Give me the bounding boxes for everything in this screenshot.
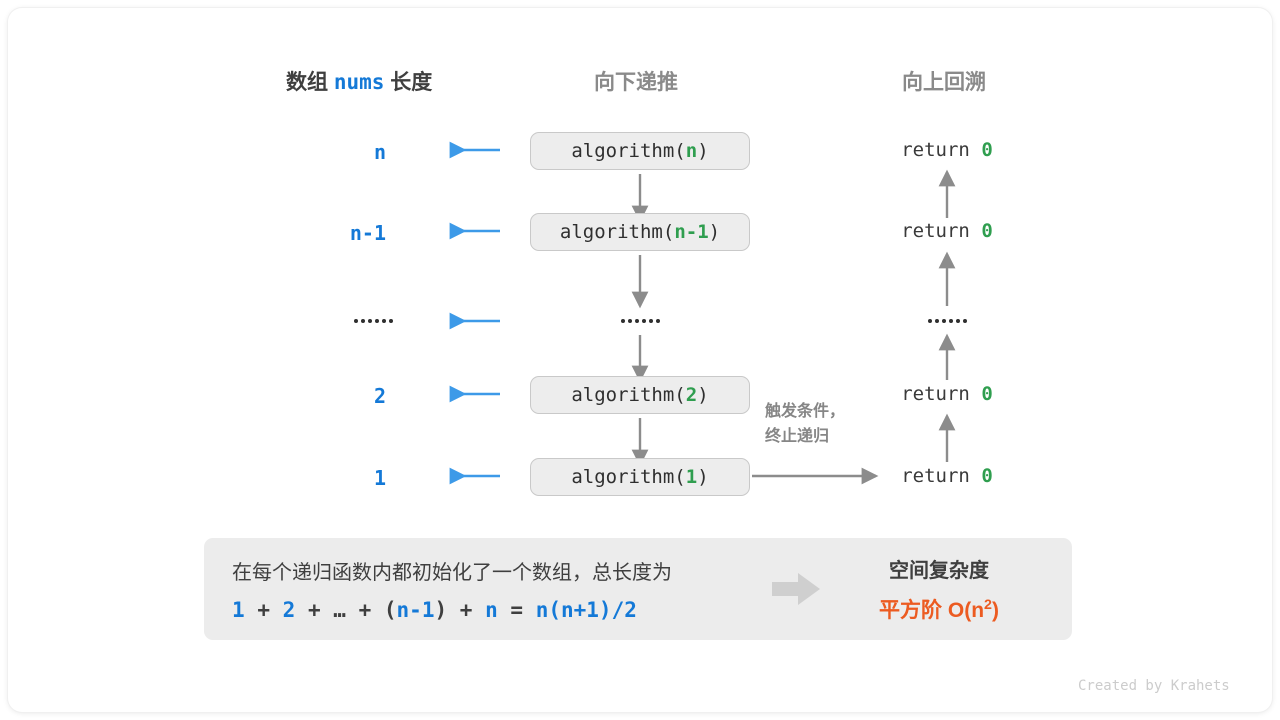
summary-result-notation: O(n2) (947, 597, 999, 622)
notation-tail: ) (991, 599, 999, 622)
summary-result-title: 空间复杂度 (889, 560, 989, 582)
summary-left: 在每个递归函数内都初始化了一个数组，总长度为 1 + 2 + … + (n-1)… (204, 556, 772, 622)
length-label-row-3: 2 (373, 384, 386, 408)
call-paren-open-row-3: ( (674, 384, 686, 406)
header-left-prefix: 数组 (286, 71, 328, 94)
call-paren-close-row-4: ) (697, 466, 709, 488)
return-keyword-row-4: return (901, 465, 970, 487)
formula-op-3: + (358, 598, 372, 622)
call-name-row-0: algorithm (571, 140, 675, 162)
right-arrow-icon (772, 573, 820, 605)
ellipsis-returns-row-2 (928, 319, 967, 323)
call-arg-row-4: 1 (685, 466, 698, 488)
call-box-row-3: algorithm ( 2 ) (530, 376, 750, 414)
header-downward-recursion: 向下递推 (594, 71, 678, 94)
return-value-row-4: 0 (981, 465, 993, 487)
call-name-row-4: algorithm (571, 466, 675, 488)
return-label-row-3: return 0 (862, 383, 1032, 405)
return-value-row-1: 0 (981, 220, 993, 242)
formula-term-5: n (485, 598, 498, 622)
termination-note-line-1: 触发条件， (765, 403, 846, 420)
credit-label: Created by Krahets (1078, 678, 1230, 694)
notation-exponent: 2 (984, 597, 992, 613)
length-label-row-0: n (373, 140, 386, 164)
header-left-suffix: 长度 (390, 71, 433, 94)
call-name-row-3: algorithm (571, 384, 675, 406)
formula-paren-close: ) (434, 598, 448, 622)
summary-result-value: 平方阶 O(n2) (844, 594, 1034, 624)
diagram-card: 数组 nums 长度 向下递推 向上回溯 (8, 8, 1272, 712)
call-arg-row-3: 2 (685, 384, 698, 406)
length-label-row-1: n-1 (349, 221, 386, 245)
return-label-row-0: return 0 (862, 139, 1032, 161)
formula-term-2: 2 (282, 598, 296, 622)
call-box-row-0: algorithm ( n ) (530, 132, 750, 170)
call-paren-open-row-1: ( (662, 221, 675, 243)
header-left-keyword: nums (333, 70, 385, 94)
call-paren-close-row-0: ) (697, 140, 709, 162)
summary-result: 空间复杂度 平方阶 O(n2) (844, 554, 1034, 624)
formula-result: n(n+1)/2 (535, 598, 637, 622)
formula-equals: = (510, 598, 524, 622)
call-arg-row-0: n (685, 140, 698, 162)
ellipsis-calls-row-2 (621, 319, 660, 323)
summary-result-label: 平方阶 (879, 599, 943, 622)
formula-op-2: + (307, 598, 321, 622)
summary-panel: 在每个递归函数内都初始化了一个数组，总长度为 1 + 2 + … + (n-1)… (204, 538, 1072, 640)
call-arg-row-1: n-1 (674, 221, 709, 243)
return-value-row-3: 0 (981, 383, 993, 405)
call-paren-open-row-0: ( (674, 140, 686, 162)
call-paren-close-row-3: ) (697, 384, 709, 406)
length-label-row-4: 1 (373, 466, 386, 490)
connector-arrows (449, 141, 956, 485)
formula-op-1: + (257, 598, 270, 622)
call-name-row-1: algorithm (559, 221, 663, 243)
formula-ellipsis: … (333, 598, 346, 622)
call-paren-open-row-4: ( (674, 466, 686, 488)
formula-paren-open: ( (383, 598, 397, 622)
call-box-row-4: algorithm ( 1 ) (530, 458, 750, 496)
return-keyword-row-0: return (901, 139, 970, 161)
termination-note-line-2: 终止递归 (765, 427, 830, 445)
formula-op-4: + (459, 598, 473, 622)
summary-description: 在每个递归函数内都初始化了一个数组，总长度为 (232, 562, 672, 584)
header-upward-backtrack: 向上回溯 (902, 71, 986, 94)
ellipsis-length-row-2 (354, 319, 393, 323)
return-keyword-row-3: return (901, 383, 970, 405)
header-array-length: 数组 nums 长度 (286, 66, 432, 96)
return-label-row-4: return 0 (862, 465, 1032, 487)
return-label-row-1: return 0 (862, 220, 1032, 242)
formula-term-1: 1 (232, 598, 245, 622)
summary-right: 空间复杂度 平方阶 O(n2) (772, 554, 1072, 624)
notation-base: O(n (947, 599, 985, 622)
termination-note: 触发条件， 终止递归 (765, 400, 845, 450)
call-box-row-1: algorithm ( n-1 ) (530, 213, 750, 251)
return-value-row-0: 0 (981, 139, 993, 161)
summary-formula: 1 + 2 + … + (n-1) + n = n(n+1)/2 (232, 598, 772, 622)
return-keyword-row-1: return (901, 220, 970, 242)
formula-term-4: n-1 (396, 598, 435, 622)
call-paren-close-row-1: ) (708, 221, 721, 243)
